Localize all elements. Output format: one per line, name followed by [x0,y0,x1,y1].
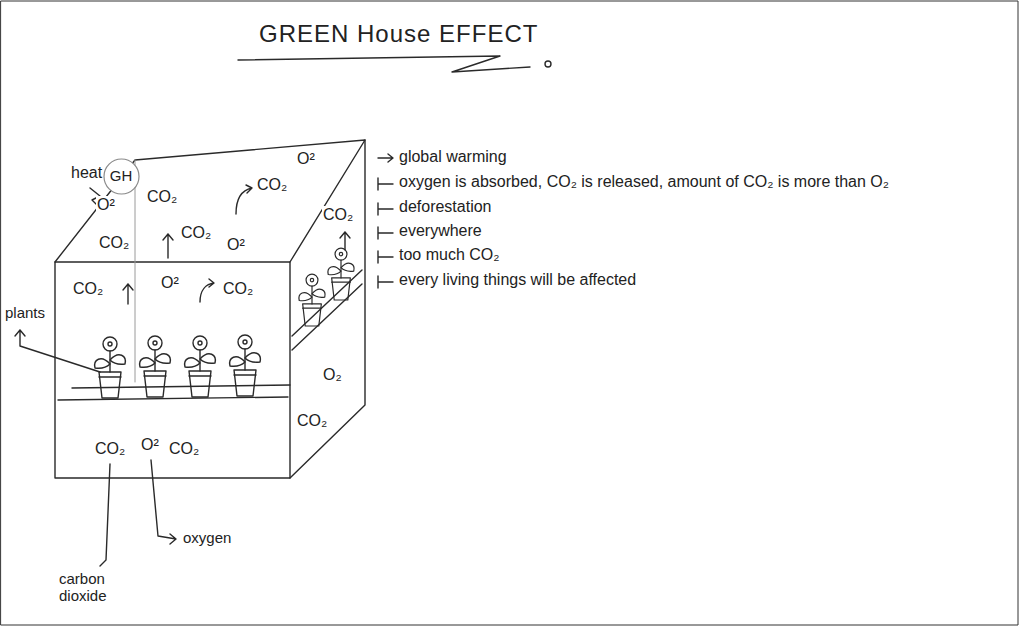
top-face [55,140,365,262]
diagram-title: GREEN House EFFECT [258,20,539,48]
note-text: deforestation [398,198,493,216]
plant-drawing [299,274,325,326]
gas-label: CO₂ [256,176,288,194]
gas-label: CO₂ [146,188,178,206]
note-bullet [378,178,393,190]
badge-text: GH [110,168,133,185]
note-bullet [378,227,393,239]
rising-arrow [340,232,350,250]
plant-drawing [328,248,354,300]
note-bullet [378,154,393,162]
rising-arrow [236,185,252,214]
gas-label: O² [140,436,160,454]
rising-arrow [123,284,133,304]
plant-drawing [230,335,261,396]
callout-label: carbon dioxide [58,570,124,605]
right-face [290,140,365,478]
note-text: global warming [398,148,508,166]
plant-drawing [185,336,216,397]
gas-label: CO₂ [98,234,130,252]
plant-drawing [140,336,171,397]
front-shelf [58,397,288,400]
badge-circle [104,159,139,194]
underline-dot [545,61,551,67]
gas-label: CO₂ [168,440,200,458]
note-text: too much CO₂ [398,246,500,264]
gas-label: O² [226,236,246,254]
gas-label: O² [296,150,316,168]
leader-line [15,330,100,372]
circle-badge: GH [103,158,140,195]
heat-label: heat [70,164,103,182]
gas-label: O² [96,196,116,214]
note-text: everywhere [398,222,483,240]
gas-label: CO₂ [94,440,126,458]
front-shelf-back [72,385,290,388]
hidden-edge [135,160,136,382]
gas-label: O² [160,274,180,292]
note-text: every living things will be affected [398,271,637,289]
note-text: oxygen is absorbed, CO₂ is released, amo… [398,173,890,191]
leader-line [100,464,110,566]
gas-label: O₂ [322,366,343,384]
title-underline [238,56,530,72]
callout-label: plants [4,304,46,321]
side-shelf [292,270,362,336]
rising-arrow [200,279,214,302]
gas-label: CO₂ [180,224,212,242]
side-shelf-front [292,284,362,350]
callout-label: oxygen [182,529,232,546]
front-face [55,262,290,478]
gas-label: CO₂ [222,280,254,298]
note-bullet [378,251,393,263]
leader-line [151,460,176,544]
note-bullet [378,276,393,288]
note-bullet [378,203,393,215]
plant-drawing [95,337,126,398]
rising-arrow [163,234,173,258]
gas-label: CO₂ [72,280,104,298]
gas-label: CO₂ [296,412,328,430]
gas-label: CO₂ [322,206,354,224]
